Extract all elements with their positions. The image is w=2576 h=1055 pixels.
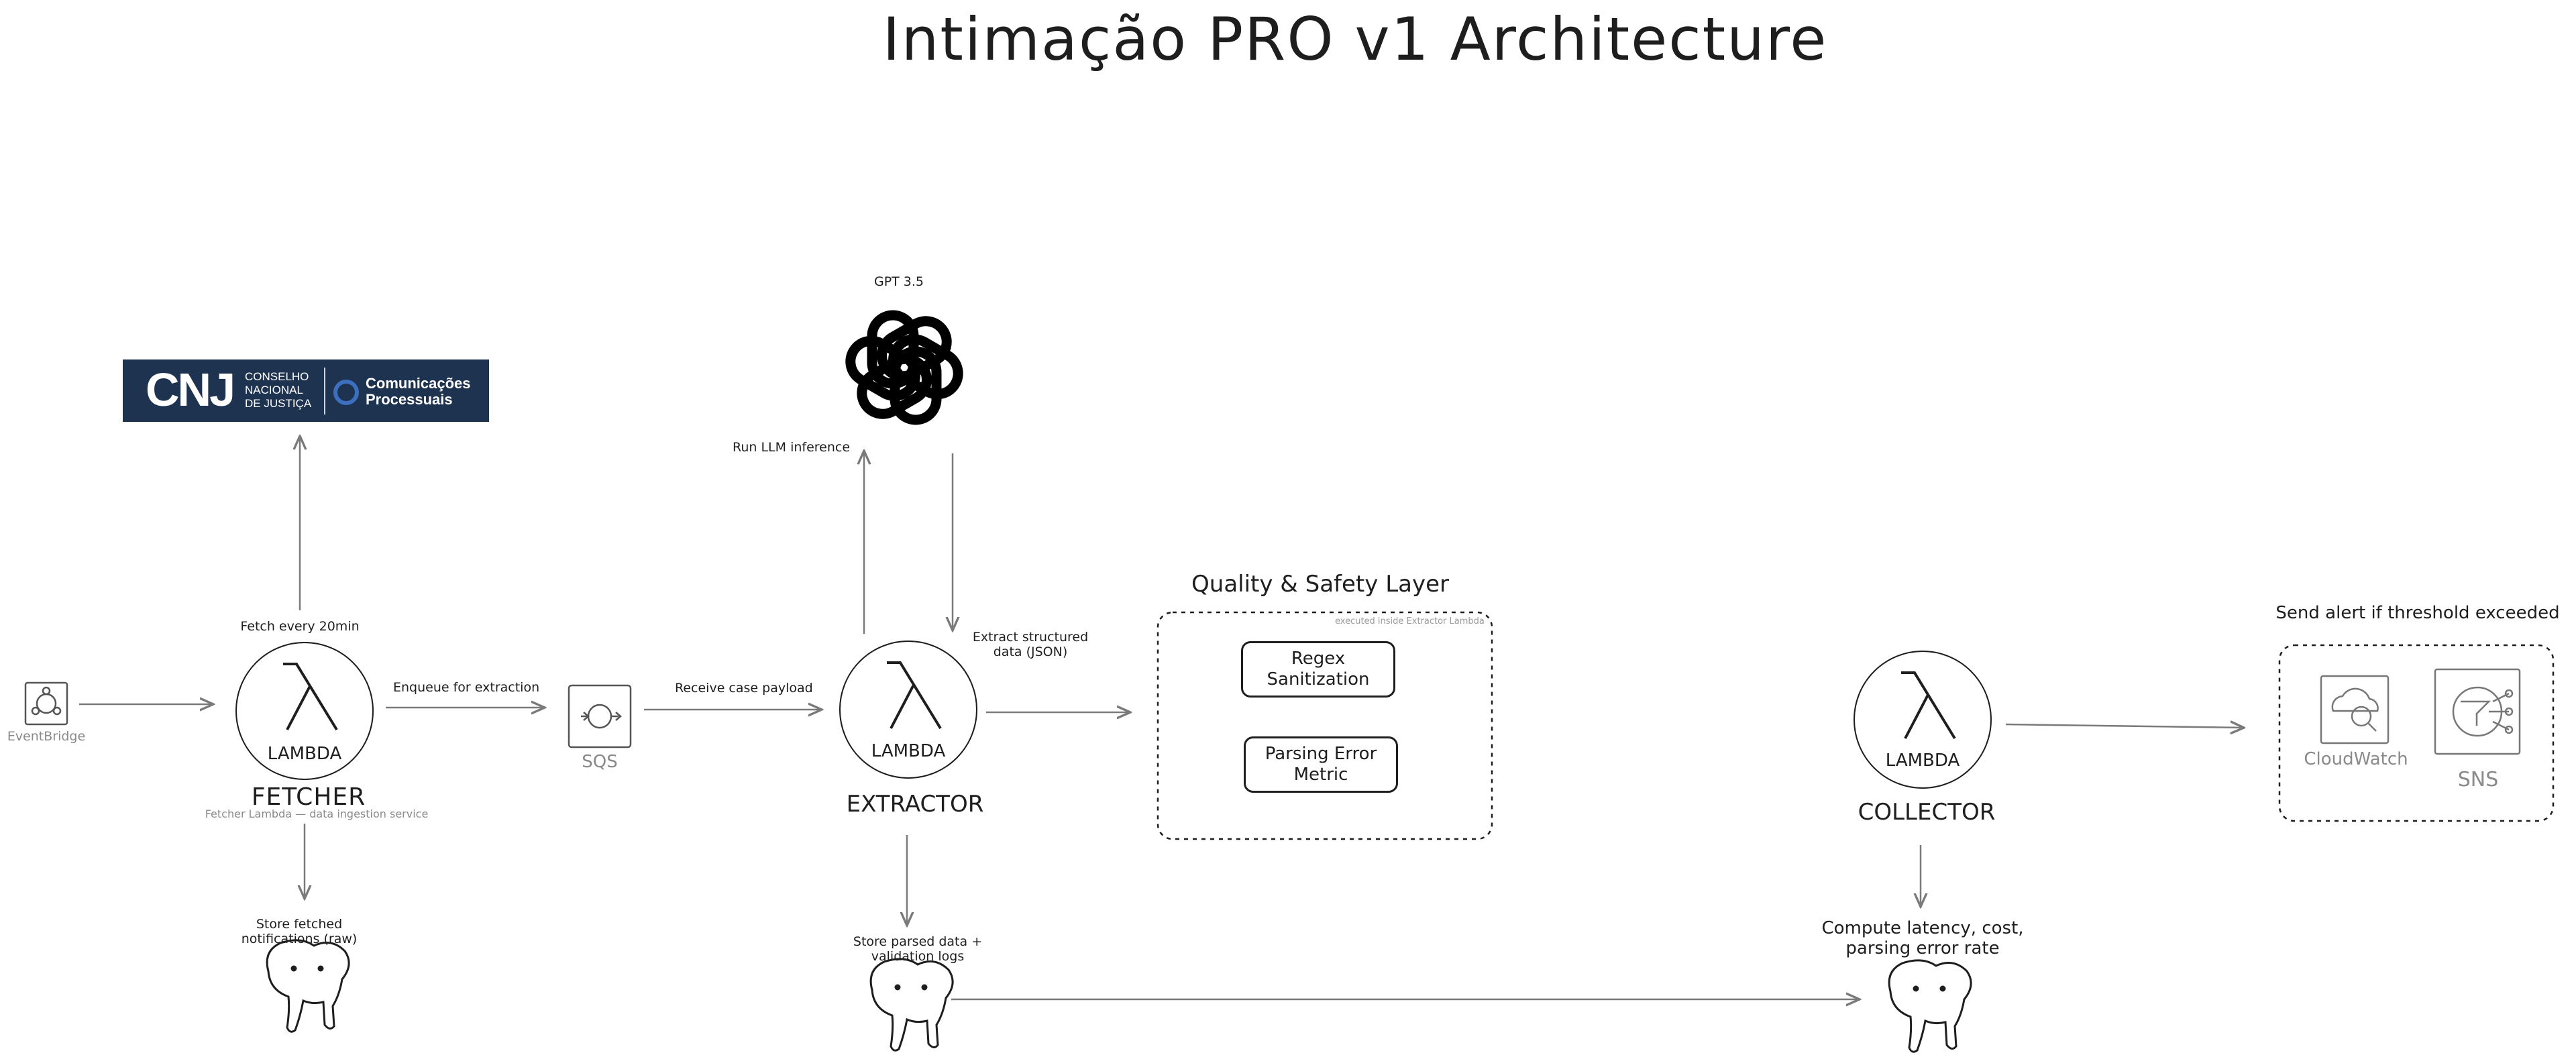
eventbridge-label: EventBridge <box>7 729 86 744</box>
cloudwatch-icon <box>2320 675 2390 744</box>
quality-layer-title: Quality & Safety Layer <box>1191 571 1449 598</box>
edge-label-receive: Receive case payload <box>675 681 813 696</box>
quality-layer-container <box>1157 611 1493 840</box>
gpt-label: GPT 3.5 <box>873 274 924 289</box>
alerts-title: Send alert if threshold exceeded <box>2275 603 2560 623</box>
sns-icon <box>2434 668 2521 755</box>
edge-label-store-parsed: Store parsed data + validation logs <box>853 934 983 964</box>
extractor-name: EXTRACTOR <box>846 791 984 818</box>
regex-sanitization-box: Regex Sanitization <box>1241 641 1395 698</box>
extractor-lambda-icon <box>839 641 977 779</box>
arrow-collector-to-alerts <box>2005 724 2244 728</box>
openai-logo <box>845 310 963 425</box>
cnj-service: Comunicações Processuais <box>366 375 471 408</box>
sns-label: SNS <box>2457 768 2499 791</box>
sqs-icon <box>568 684 632 748</box>
collector-lambda-icon <box>1854 651 1992 789</box>
fetcher-subtitle: Fetcher Lambda — data ingestion service <box>205 808 429 820</box>
cnj-institution: CONSELHO NACIONAL DE JUSTIÇA <box>245 370 312 410</box>
extractor-lambda-label: LAMBDA <box>871 741 946 761</box>
diagram-title: Intimação PRO v1 Architecture <box>882 5 1828 74</box>
cnj-separator <box>324 368 325 414</box>
eventbridge-icon <box>24 681 68 726</box>
cloudwatch-label: CloudWatch <box>2304 749 2408 769</box>
collector-name: COLLECTOR <box>1858 799 1996 826</box>
fetcher-lambda-label: LAMBDA <box>267 744 342 764</box>
fetcher-name: FETCHER <box>251 783 366 811</box>
postgresql-elephant-icon <box>1888 959 1972 1053</box>
edge-label-compute: Compute latency, cost, parsing error rat… <box>1821 918 2024 958</box>
edge-label-enqueue: Enqueue for extraction <box>393 680 540 695</box>
edge-label-run-llm: Run LLM inference <box>733 440 851 455</box>
alerts-container <box>2278 644 2555 822</box>
postgresql-elephant-icon <box>869 958 954 1052</box>
parsing-error-metric-box: Parsing Error Metric <box>1244 736 1398 793</box>
postgresql-elephant-icon <box>266 939 350 1033</box>
quality-layer-note: executed inside Extractor Lambda <box>1335 616 1485 626</box>
fetcher-schedule-label: Fetch every 20min <box>240 619 360 634</box>
collector-lambda-label: LAMBDA <box>1885 751 1960 771</box>
sqs-label: SQS <box>582 752 618 772</box>
edge-label-store-raw: Store fetched notifications (raw) <box>241 917 358 946</box>
cnj-comunicacoes-logo: CNJ CONSELHO NACIONAL DE JUSTIÇA Comunic… <box>123 359 489 422</box>
comunicacoes-icon <box>333 380 359 405</box>
edge-label-extract-json: Extract structured data (JSON) <box>972 630 1089 659</box>
cnj-mark: CNJ <box>146 364 235 416</box>
fetcher-lambda-icon <box>235 642 374 780</box>
